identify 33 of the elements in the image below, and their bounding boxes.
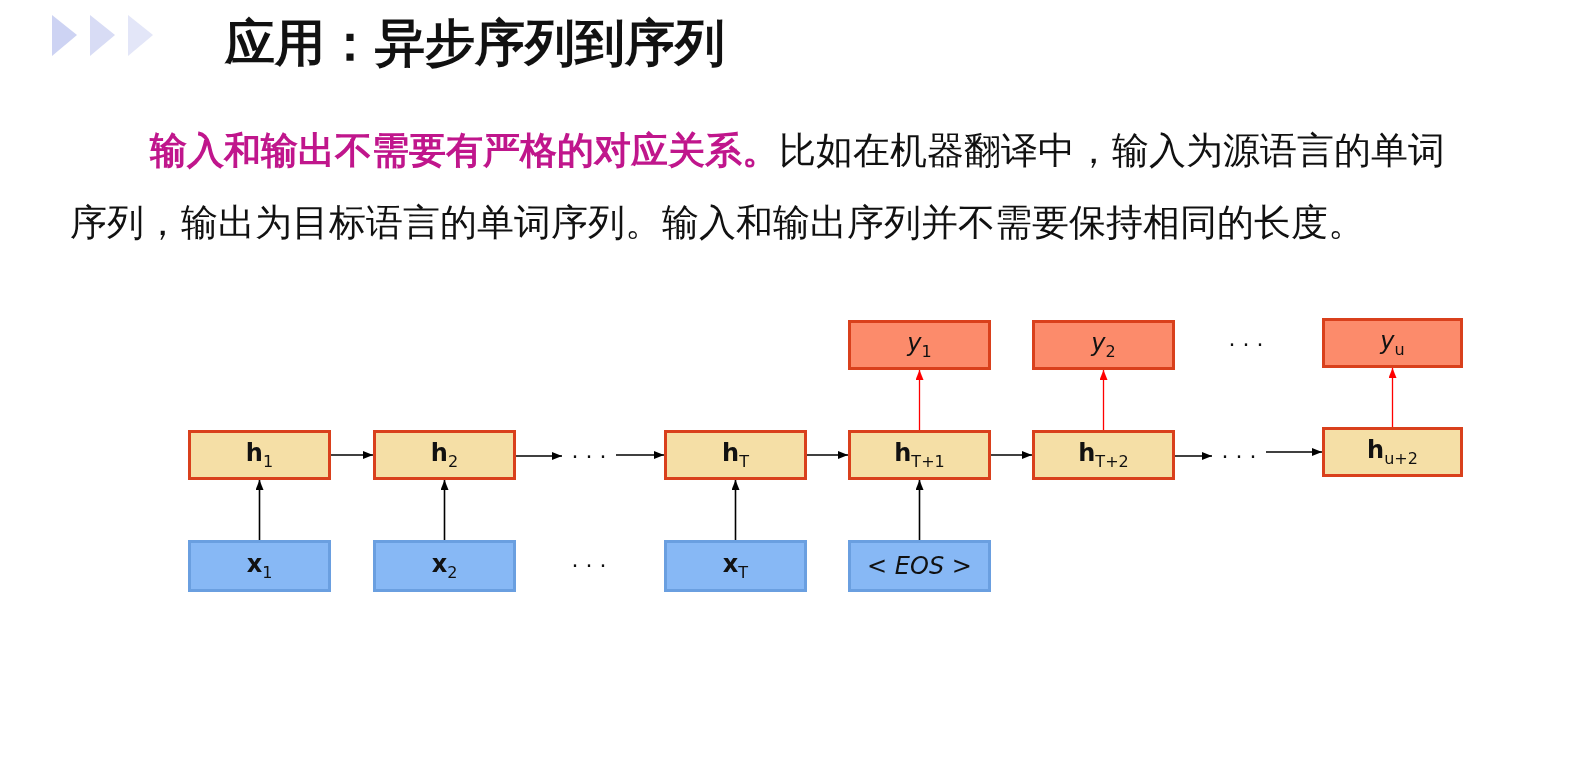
arrow [255, 479, 264, 541]
ellipsis: · · · [570, 553, 608, 578]
hidden-state-box: h$_{T+2}$ [1032, 430, 1175, 480]
input-box: x$_{2}$ [373, 540, 516, 592]
arrow [515, 452, 563, 460]
arrow [731, 479, 740, 541]
title: 应用：异步序列到序列 [225, 13, 725, 74]
arrow [440, 479, 449, 541]
output-box: y$_{1}$ [848, 320, 991, 370]
arrow [1174, 452, 1213, 460]
input-box: < EOS > [848, 540, 991, 592]
input-box: x$_{T}$ [664, 540, 807, 592]
arrow [806, 451, 849, 459]
arrow [915, 369, 924, 431]
arrow [1265, 448, 1323, 456]
arrow [615, 451, 665, 459]
hidden-state-box: h$_{T+1}$ [848, 430, 991, 480]
ellipsis: · · · [562, 443, 616, 469]
arrow [990, 451, 1033, 459]
input-box: x$_{1}$ [188, 540, 331, 592]
output-box: y$_{2}$ [1032, 320, 1175, 370]
ellipsis: · · · [1212, 443, 1266, 469]
ellipsis: · · · [1227, 332, 1265, 357]
output-box: y$_{u}$ [1322, 318, 1463, 368]
hidden-state-box: h$_{T}$ [664, 430, 807, 480]
hidden-state-box: h$_{u+2}$ [1322, 427, 1463, 477]
description-paragraph: 输入和输出不需要有严格的对应关系。比如在机器翻译中，输入为源语言的单词序列，输出为目标语言的单词序列。输入和输出序列并不需要保持相同的长度。 [70, 128, 1446, 246]
arrow [1388, 367, 1397, 428]
arrow [330, 451, 374, 459]
arrow [1099, 369, 1108, 431]
hidden-state-box: h$_{1}$ [188, 430, 331, 480]
arrow [915, 479, 924, 541]
hidden-state-box: h$_{2}$ [373, 430, 516, 480]
